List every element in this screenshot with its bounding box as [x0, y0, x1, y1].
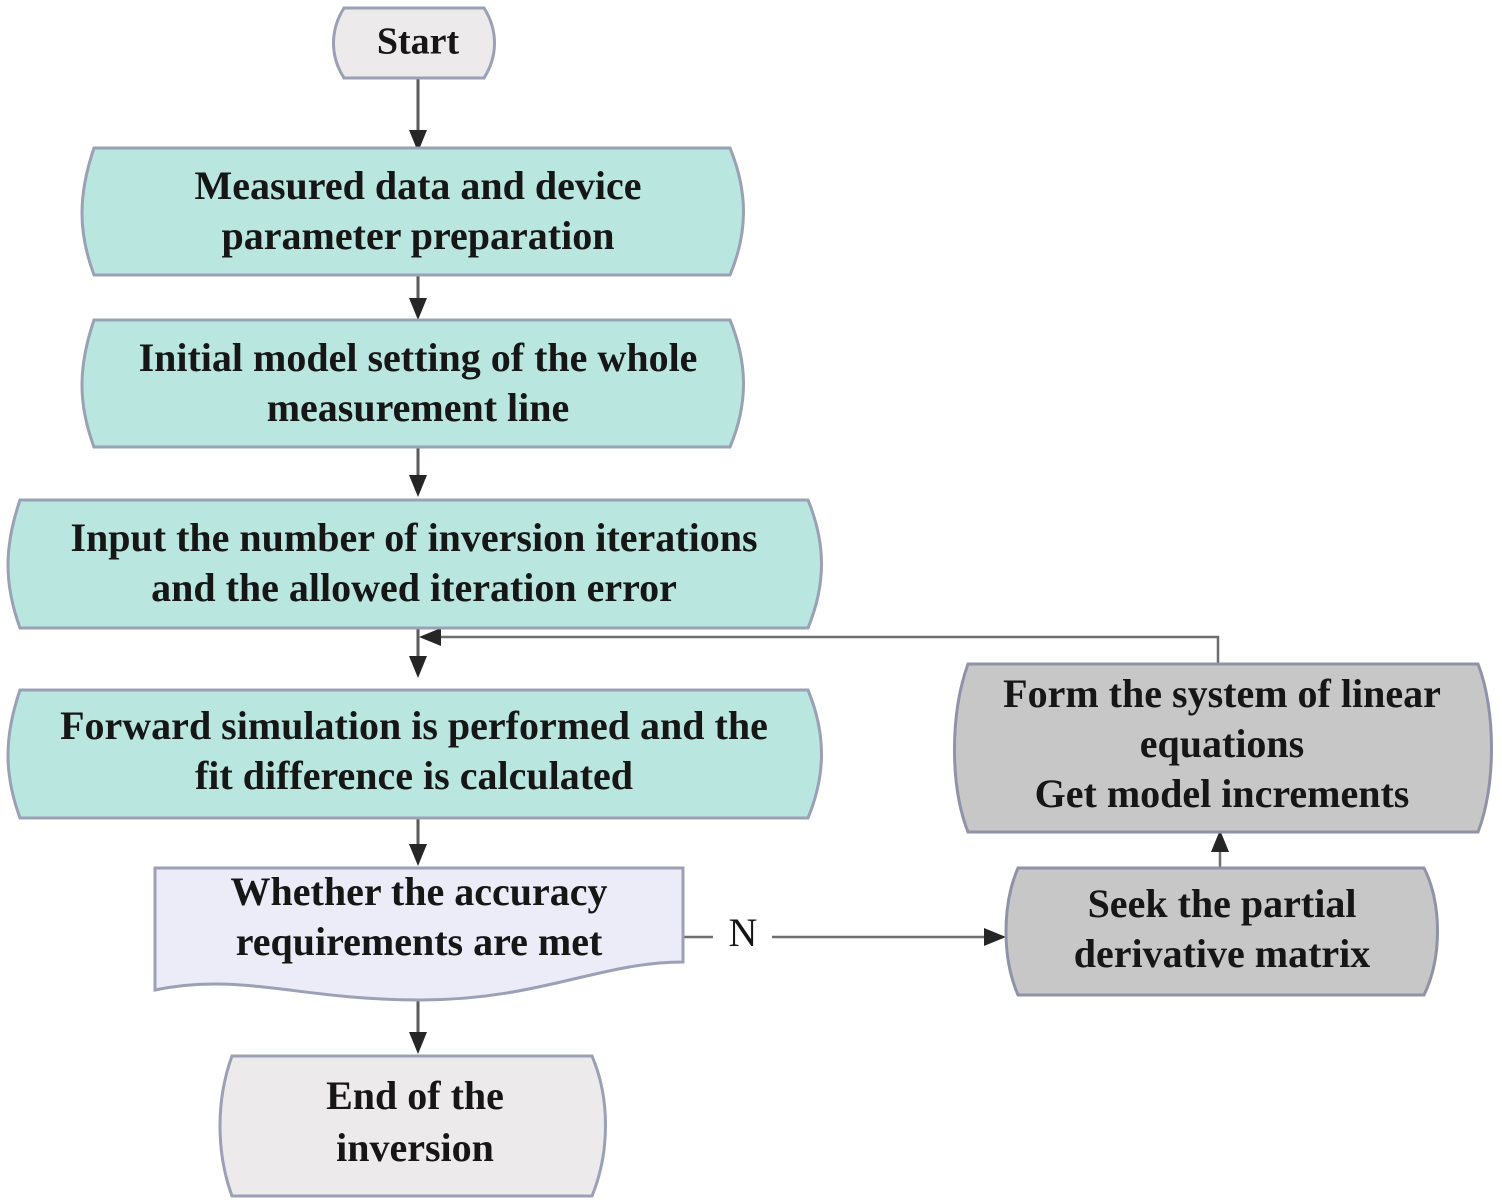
node-form-system-line2: equations [1140, 721, 1305, 766]
edge-start-to-measured-data [409, 78, 427, 152]
node-accuracy-decision-line2: requirements are met [236, 919, 603, 964]
node-measured-data-line2: parameter preparation [222, 213, 615, 258]
node-input-iterations[interactable]: Input the number of inversion iterations… [6, 498, 823, 630]
node-end-inversion-line2: inversion [336, 1125, 494, 1170]
node-forward-simulation-line1: Forward simulation is performed and the [60, 703, 768, 748]
node-initial-model-line2: measurement line [267, 385, 570, 430]
node-forward-simulation[interactable]: Forward simulation is performed and the … [6, 688, 823, 820]
node-seek-partial-line1: Seek the partial [1088, 881, 1357, 926]
node-measured-data-line1: Measured data and device [194, 163, 641, 208]
node-start[interactable]: Start [332, 6, 496, 80]
node-input-iterations-line1: Input the number of inversion iterations [70, 515, 757, 560]
node-accuracy-decision[interactable]: Whether the accuracy requirements are me… [153, 866, 685, 1002]
node-form-system-line3: Get model increments [1035, 771, 1410, 816]
node-forward-simulation-line2: fit difference is calculated [195, 753, 633, 798]
edge-seek-partial-to-form-system [1211, 830, 1229, 868]
node-seek-partial[interactable]: Seek the partial derivative matrix [1004, 866, 1439, 997]
node-start-label: Start [377, 21, 460, 63]
node-input-iterations-line2: and the allowed iteration error [151, 565, 677, 610]
node-accuracy-decision-line1: Whether the accuracy [231, 869, 608, 914]
edge-accuracy-decision-to-seek-partial [684, 928, 1006, 946]
edge-label-no: N [729, 910, 758, 955]
edge-measured-data-to-initial-model [409, 275, 427, 320]
edge-initial-model-to-input-iterations [409, 447, 427, 497]
edge-form-system-to-forward-simulation [419, 628, 1220, 664]
node-measured-data[interactable]: Measured data and device parameter prepa… [80, 146, 745, 277]
node-seek-partial-line2: derivative matrix [1074, 931, 1371, 976]
node-form-system[interactable]: Form the system of linear equations Get … [953, 662, 1493, 834]
node-end-inversion[interactable]: End of the inversion [218, 1054, 607, 1198]
node-initial-model[interactable]: Initial model setting of the whole measu… [80, 318, 745, 449]
node-end-inversion-line1: End of the [326, 1073, 504, 1118]
connector-layer [409, 78, 1229, 1054]
edge-input-iterations-to-forward-simulation [409, 628, 427, 678]
node-form-system-line1: Form the system of linear [1003, 671, 1441, 716]
edge-forward-simulation-to-accuracy-decision [409, 818, 427, 866]
node-initial-model-line1: Initial model setting of the whole [139, 335, 698, 380]
